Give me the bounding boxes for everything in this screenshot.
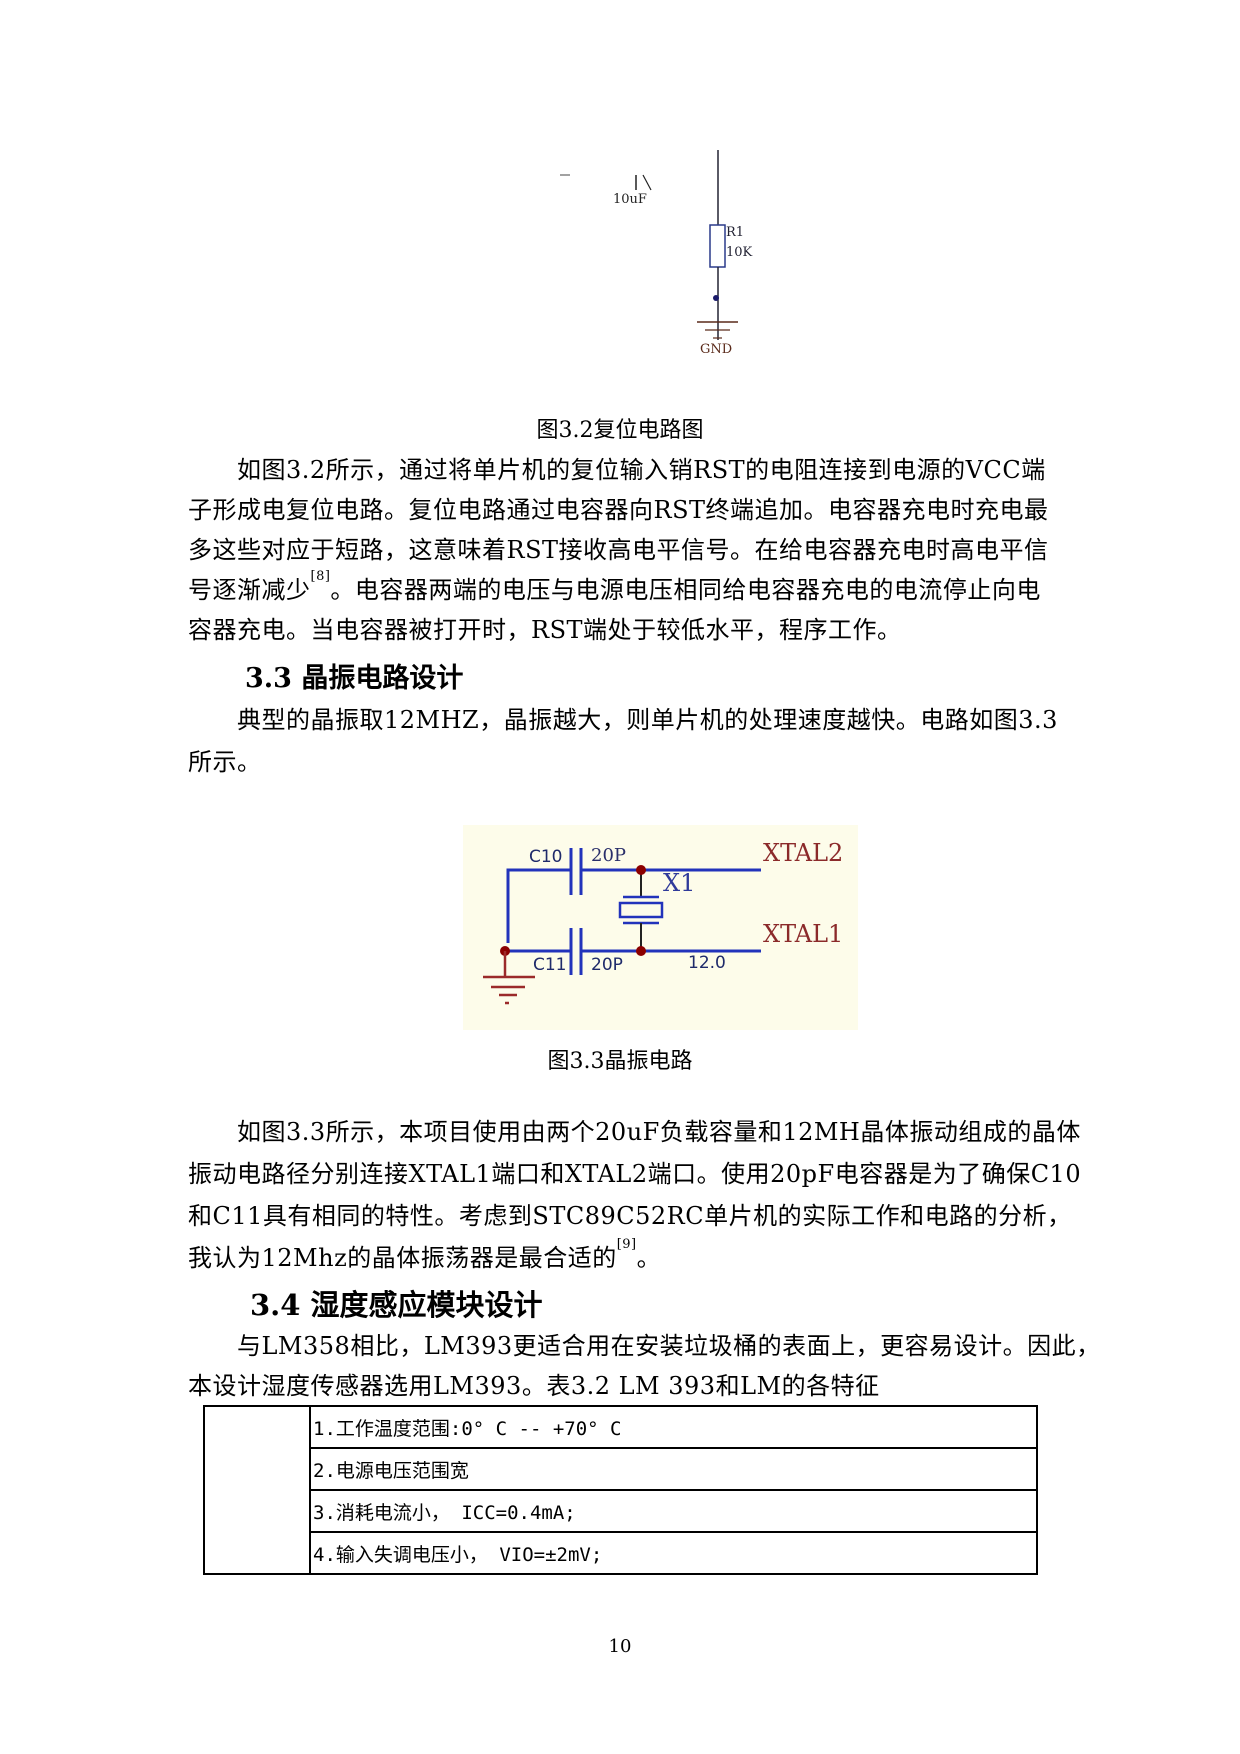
body-text-line: 与LM358相比，LM393更适合用在安装垃圾桶的表面上，更容易设计。因此，: [188, 1332, 1101, 1360]
body-text-line: 号逐渐减少[8]。电容器两端的电压与电源电压相同给电容器充电的电流停止向电: [188, 569, 1041, 604]
capacitor-value-label: 10uF: [613, 192, 647, 207]
reset-circuit-schematic: [560, 150, 738, 340]
c11-value-label: 20P: [591, 955, 623, 975]
body-text-line: 和C11具有相同的特性。考虑到STC89C52RC单片机的实际工作和电路的分析，: [188, 1202, 1072, 1230]
body-text-line: 如图3.3所示，本项目使用由两个20uF负载容量和12MH晶体振动组成的晶体: [188, 1118, 1081, 1146]
body-text-line: 所示。: [188, 748, 262, 776]
body-text-line: 子形成电复位电路。复位电路通过电容器向RST终端追加。电容器充电时充电最: [188, 496, 1049, 524]
c10-value-label: 20P: [591, 845, 627, 866]
citation-ref[interactable]: [9]: [616, 1237, 637, 1252]
body-text-line: 多这些对应于短路，这意味着RST接收高电平信号。在给电容器充电时高电平信: [188, 536, 1049, 564]
xtal2-label: XTAL2: [763, 839, 844, 867]
body-text-line: 容器充电。当电容器被打开时，RST端处于较低水平，程序工作。: [188, 616, 902, 644]
c10-label: C10: [529, 847, 563, 867]
crystal-ref-label: X1: [663, 869, 696, 897]
crystal-value-label: 12.0: [688, 953, 726, 973]
resistor-ref-label: R1: [726, 225, 745, 240]
table-label-cell: [203, 1405, 311, 1575]
table-row: 2.电源电压范围宽: [204, 1447, 1038, 1491]
table-cell: 1.工作温度范围:0° C -- +70° C: [309, 1405, 1038, 1449]
body-text-line: 本设计湿度传感器选用LM393。表3.2 LM 393和LM的各特征: [188, 1372, 880, 1400]
figure-3-2-caption: 图3.2复位电路图: [536, 418, 704, 443]
table-row: 1.工作温度范围:0° C -- +70° C: [203, 1405, 1038, 1575]
table-cell: 2.电源电压范围宽: [309, 1447, 1038, 1491]
lm393-features-table: 1.工作温度范围:0° C -- +70° C 2.电源电压范围宽 3.消耗电流…: [203, 1405, 1038, 1575]
table-cell: 3.消耗电流小， ICC=0.4mA;: [309, 1489, 1038, 1533]
table-cell: 4.输入失调电压小， VIO=±2mV;: [309, 1531, 1038, 1575]
crystal-circuit-schematic: [483, 848, 761, 1005]
section-heading-3-3: 3.3 晶振电路设计: [245, 663, 464, 694]
citation-ref[interactable]: [8]: [310, 569, 331, 584]
figure-3-3-caption: 图3.3晶振电路: [547, 1049, 693, 1074]
page-number: 10: [608, 1636, 632, 1657]
table-row: 3.消耗电流小， ICC=0.4mA;: [204, 1489, 1038, 1533]
body-text-line: 如图3.2所示，通过将单片机的复位输入销RST的电阻连接到电源的VCC端: [188, 456, 1046, 484]
body-text-line: 振动电路径分别连接XTAL1端口和XTAL2端口。使用20pF电容器是为了确保C…: [188, 1160, 1082, 1188]
c11-label: C11: [533, 955, 567, 975]
xtal1-label: XTAL1: [763, 920, 844, 948]
table-row: 4.输入失调电压小， VIO=±2mV;: [204, 1531, 1038, 1575]
resistor-value-label: 10K: [726, 245, 753, 260]
body-text-line: 我认为12Mhz的晶体振荡器是最合适的[9]。: [188, 1237, 662, 1272]
section-heading-3-4: 3.4 湿度感应模块设计: [250, 1288, 543, 1322]
crystal-circuit-figure: C10 20P X1 XTAL2 XTAL1 C11 20P 12.0: [463, 825, 858, 1030]
reset-circuit-figure: 10uF R1 10K GND: [530, 150, 780, 375]
body-text-line: 典型的晶振取12MHZ，晶振越大，则单片机的处理速度越快。电路如图3.3: [188, 706, 1058, 734]
ground-label: GND: [700, 342, 733, 357]
